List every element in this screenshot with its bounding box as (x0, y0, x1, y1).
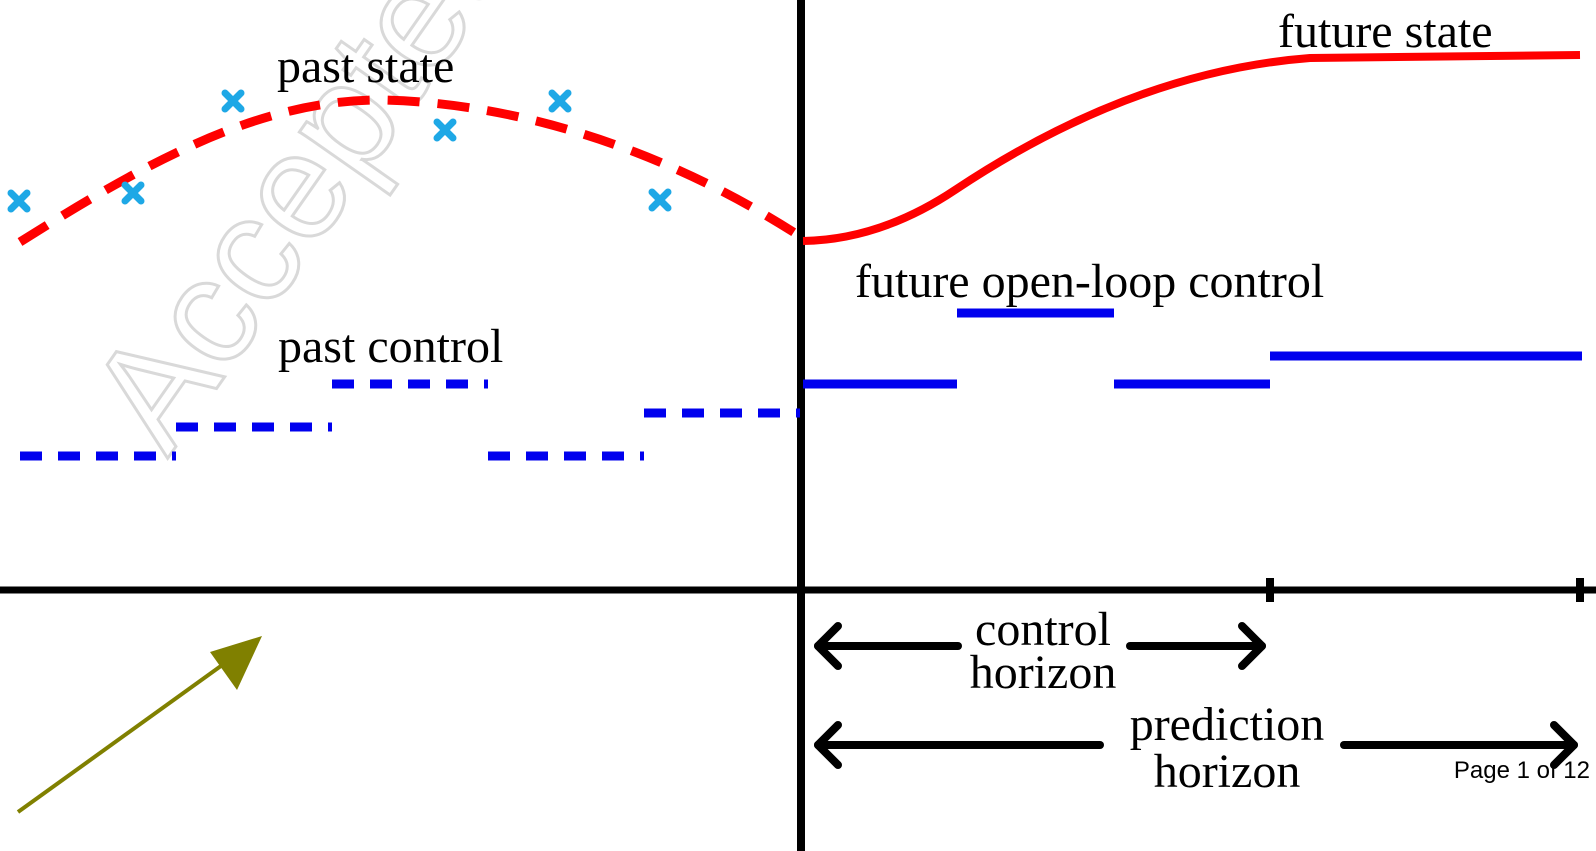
control-horizon-label-line2: horizon (970, 646, 1117, 699)
measurement-marker (648, 188, 672, 212)
right-arrowhead (1550, 721, 1578, 769)
past-control-steps (20, 379, 800, 461)
olive-arrowhead (210, 636, 262, 690)
future-control-label: future open-loop control (855, 255, 1324, 308)
measurement-markers (7, 89, 672, 213)
prediction-horizon-label-line2: horizon (1154, 745, 1301, 798)
future-control-steps (803, 308, 1582, 389)
page-number: Page 1 of 12 (1454, 757, 1590, 784)
measurement-marker (548, 89, 572, 113)
control-horizon-label-line1: control (975, 603, 1111, 656)
past-control-label: past control (278, 320, 503, 373)
left-arrowhead (814, 721, 842, 769)
measurement-marker (221, 89, 245, 113)
measurement-marker (7, 189, 31, 213)
future-state-curve (802, 51, 1581, 245)
measurement-marker (433, 118, 457, 142)
left-arrowhead (814, 622, 842, 670)
right-arrowhead (1238, 622, 1266, 670)
past-state-label: past state (277, 40, 454, 93)
measurement-marker (121, 181, 145, 205)
olive-arrow (16, 636, 262, 814)
future-state-label: future state (1278, 5, 1493, 58)
control-horizon-arrow (814, 622, 1266, 670)
prediction-horizon-arrow (814, 721, 1578, 769)
prediction-horizon-label-line1: prediction (1130, 698, 1325, 751)
